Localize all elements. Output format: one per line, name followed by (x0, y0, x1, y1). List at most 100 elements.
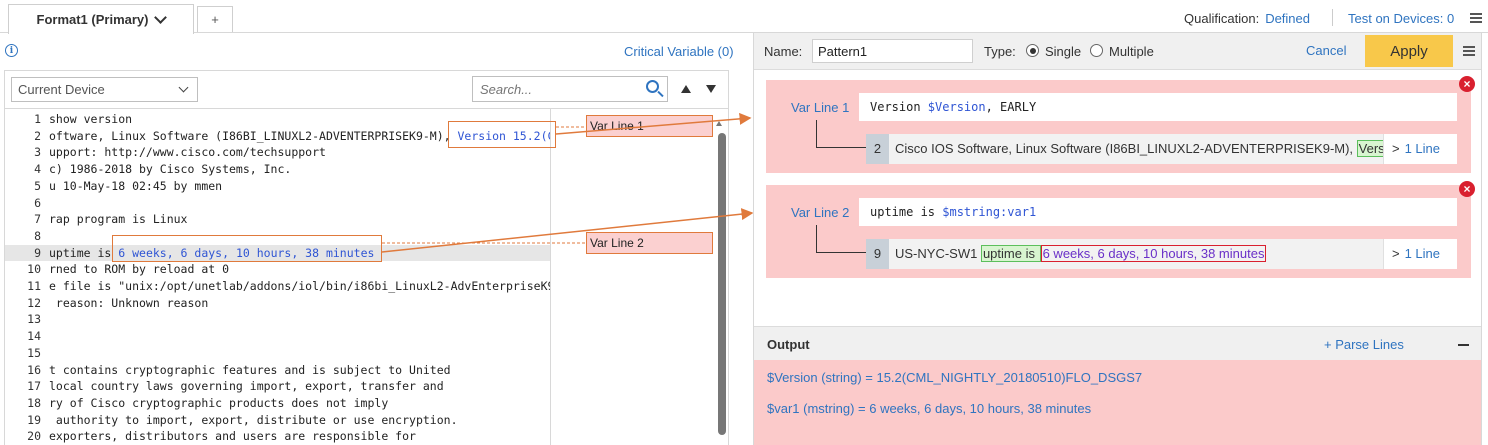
code-line: 7 rap program is Linux (5, 211, 550, 228)
apply-button[interactable]: Apply (1365, 35, 1453, 67)
var-line-1-marker[interactable]: Var Line 1 (586, 115, 713, 137)
previous-match-icon[interactable] (681, 85, 691, 93)
critical-variable-link[interactable]: Critical Variable (0) (624, 44, 734, 59)
line-number: 15 (27, 345, 41, 360)
name-label: Name: (764, 44, 803, 59)
line-text: rned to ROM by reload at 0 (49, 262, 230, 277)
line-text: authority to import, export, distribute … (49, 412, 458, 427)
line-text: rap program is Linux (49, 212, 188, 227)
match-plain: US-NYC-SW1 (895, 246, 981, 261)
pattern-name-input[interactable] (812, 39, 973, 63)
matched-line-text: Cisco IOS Software, Linux Software (I86B… (895, 134, 1408, 164)
chevron-right-icon: > (1392, 246, 1400, 261)
line-count-button[interactable]: >1 Line (1383, 239, 1457, 269)
var-line-label[interactable]: Var Line 1 (791, 100, 850, 115)
test-on-devices-link[interactable]: Test on Devices: 0 (1348, 11, 1455, 26)
line-text: ry of Cisco cryptographic products does … (49, 395, 389, 410)
line-number: 19 (27, 412, 41, 427)
device-select[interactable]: Current Device (11, 77, 198, 102)
line-variable-match[interactable]: 6 weeks, 6 days, 10 hours, 38 minutes (118, 245, 375, 260)
expression-text: uptime is (870, 205, 943, 219)
add-tab-button[interactable]: + (197, 6, 233, 32)
line-number: 16 (27, 362, 41, 377)
line-variable-match[interactable]: Version 15.2(C (457, 128, 551, 143)
qualification-value-link[interactable]: Defined (1265, 11, 1310, 26)
cancel-button[interactable]: Cancel (1306, 43, 1347, 58)
search-input[interactable] (480, 81, 640, 97)
var-line-2-marker[interactable]: Var Line 2 (586, 232, 713, 254)
output-body: $Version (string) = 15.2(CML_NIGHTLY_201… (754, 360, 1481, 445)
line-text: c) 1986-2018 by Cisco Systems, Inc. (49, 162, 292, 177)
line-number: 10 (27, 262, 41, 277)
line-text: uptime is (49, 245, 119, 260)
output-row: $Version (string) = 15.2(CML_NIGHTLY_201… (767, 370, 1143, 385)
menu-icon[interactable] (1470, 13, 1482, 23)
code-line: 14 (5, 328, 550, 345)
output-title: Output (767, 337, 810, 352)
chevron-down-icon[interactable] (154, 10, 168, 24)
search-box[interactable] (472, 76, 668, 102)
code-line: 13 (5, 311, 550, 328)
divider (1332, 9, 1333, 26)
type-single-label[interactable]: Single (1045, 44, 1082, 59)
matched-line-text: US-NYC-SW1 uptime is 6 weeks, 6 days, 10… (895, 239, 1267, 269)
line-count-label: 1 Line (1404, 141, 1441, 156)
expression-text: Version (870, 100, 928, 114)
code-line: 19 authority to import, export, distribu… (5, 412, 550, 429)
line-text: u 10-May-18 02:45 by mmen (49, 178, 223, 193)
line-number: 4 (34, 162, 41, 177)
collapse-icon[interactable] (1458, 344, 1469, 346)
line-number: 12 (27, 295, 41, 310)
code-line: 6 (5, 195, 550, 212)
line-number: 17 (27, 379, 41, 394)
type-multiple-label[interactable]: Multiple (1109, 44, 1154, 59)
next-match-icon[interactable] (706, 85, 716, 93)
divider (550, 109, 551, 445)
line-number: 18 (27, 395, 41, 410)
tab-label: Format1 (Primary) (36, 12, 149, 27)
line-number: 7 (34, 212, 41, 227)
line-count-label: 1 Line (1404, 246, 1441, 261)
code-line: 15 (5, 345, 550, 362)
code-line: 18 ry of Cisco cryptographic products doe… (5, 395, 550, 412)
type-single-radio[interactable] (1026, 44, 1039, 57)
close-icon[interactable]: × (1459, 76, 1475, 92)
code-line: 12 reason: Unknown reason (5, 295, 550, 312)
var-line-label[interactable]: Var Line 2 (791, 205, 850, 220)
line-number: 1 (34, 112, 41, 126)
expression-variable: $Version (927, 100, 986, 114)
line-text: e file is "unix:/opt/unetlab/addons/iol/… (49, 279, 550, 293)
matched-line: 2 Cisco IOS Software, Linux Software (I8… (866, 134, 1457, 164)
var-line-2-highlight-box[interactable] (112, 235, 382, 262)
line-number: 13 (27, 312, 41, 327)
line-text: t contains cryptographic features and is… (49, 362, 451, 377)
match-green: uptime is (980, 245, 1041, 262)
var-line-expression[interactable]: Version $Version, EARLY (859, 93, 1457, 121)
code-line: 10 rned to ROM by reload at 0 (5, 261, 550, 278)
parse-lines-button[interactable]: + Parse Lines (1324, 337, 1404, 352)
scrollbar-thumb[interactable] (718, 133, 726, 435)
tab-format1-primary[interactable]: Format1 (Primary) (8, 4, 194, 34)
menu-icon[interactable] (1463, 46, 1475, 56)
info-icon[interactable]: i (5, 44, 18, 57)
chevron-right-icon: > (1392, 141, 1400, 156)
search-icon[interactable] (646, 80, 659, 93)
connector-line (816, 225, 866, 253)
var-line-1-highlight-box[interactable] (448, 121, 556, 148)
close-icon[interactable]: × (1459, 181, 1475, 197)
var-line-expression[interactable]: uptime is $mstring:var1 (859, 198, 1457, 226)
type-multiple-radio[interactable] (1090, 44, 1103, 57)
matched-line-number: 2 (866, 134, 889, 164)
line-text: show version (49, 112, 133, 126)
line-count-button[interactable]: >1 Line (1383, 134, 1457, 164)
line-number: 2 (34, 128, 41, 143)
scroll-up-icon[interactable] (716, 121, 722, 126)
line-text: reason: Unknown reason (49, 295, 209, 310)
top-bar: Format1 (Primary) + Qualification:Define… (0, 0, 1488, 34)
code-line: 16 t contains cryptographic features and … (5, 362, 550, 379)
